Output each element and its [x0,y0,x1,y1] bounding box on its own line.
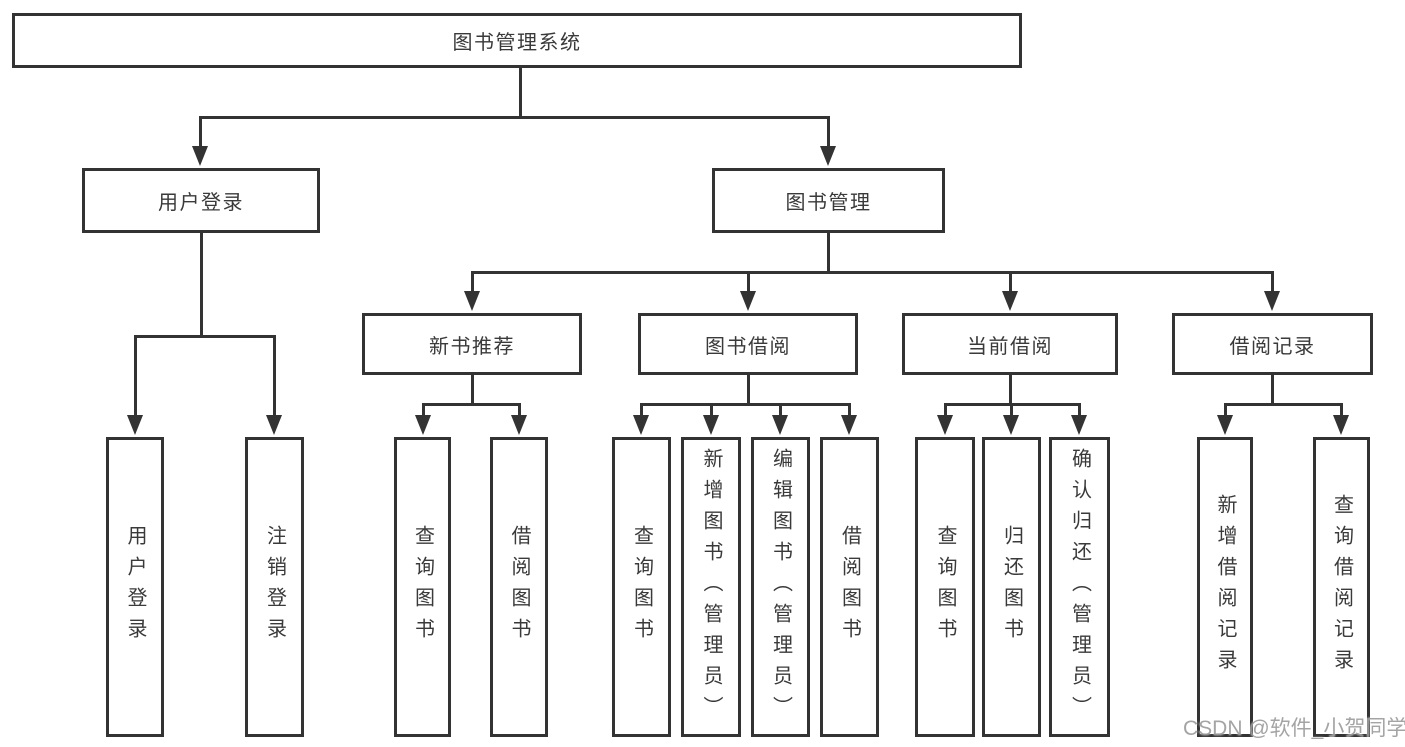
current-leaf-return-books: 归还图书 [982,437,1041,737]
leaf-label: 确认归还（管理员） [1068,447,1091,727]
node-label: 图书管理系统 [452,32,582,54]
leaf-user-login: 用户登录 [106,437,164,737]
connector-drop-section [470,271,474,293]
connector-records-stub [1271,375,1274,406]
node-label: 新书推荐 [429,335,515,358]
arrow-down-icon [1071,415,1087,435]
node-current-borrowing: 当前借阅 [902,313,1118,375]
connector-drop-leaf [1223,403,1227,417]
leaf-logout: 注销登录 [245,437,304,737]
borrowing-leaf-borrow-books: 借阅图书 [820,437,879,737]
leaf-label: 查询图书 [630,525,653,649]
connector-borrowing-stub [746,375,750,406]
node-library-management-system: 图书管理系统 [12,13,1022,68]
connector-user-login-bar [133,335,276,338]
recommend-leaf-borrow-books: 借阅图书 [490,437,548,737]
connector-recommendation-stub [470,375,474,406]
arrow-down-icon [1333,415,1349,435]
connector-user-login-stub [199,233,203,337]
arrow-down-icon [820,146,836,166]
connector-drop-leaf [421,403,425,417]
node-borrowing-records: 借阅记录 [1172,313,1373,375]
node-user-login: 用户登录 [82,168,320,233]
connector-drop-user-login [199,116,202,150]
leaf-label: 查询借阅记录 [1330,494,1353,680]
arrow-down-icon [266,415,282,435]
borrowing-leaf-query-books: 查询图书 [612,437,671,737]
node-label: 图书借阅 [705,335,791,358]
arrow-down-icon [772,415,788,435]
connector-drop-leaf [517,403,521,417]
connector-drop-section [1270,271,1274,293]
leaf-label: 借阅图书 [838,525,861,649]
leaf-label: 查询图书 [934,525,956,649]
leaf-label: 归还图书 [1000,525,1023,649]
borrowing-leaf-add-book-admin: 新增图书（管理员） [681,437,741,737]
arrow-down-icon [937,415,953,435]
leaf-label: 编辑图书（管理员） [769,447,792,727]
node-label: 借阅记录 [1229,335,1316,358]
connector-drop-leaf [133,335,137,417]
arrow-down-icon [464,291,480,311]
current-leaf-confirm-return-admin: 确认归还（管理员） [1049,437,1110,737]
arrow-down-icon [127,415,143,435]
connector-root-stub [519,68,522,119]
leaf-label: 用户登录 [124,525,146,649]
connector-drop-leaf [943,403,947,417]
arrow-down-icon [192,146,208,166]
connector-drop-leaf [779,403,782,417]
leaf-label: 查询图书 [411,525,434,649]
leaf-label: 新增借阅记录 [1214,494,1236,680]
leaf-label: 新增图书（管理员） [700,447,722,727]
node-label: 当前借阅 [967,335,1053,358]
arrow-down-icon [1002,291,1018,311]
arrow-down-icon [1217,415,1233,435]
arrow-down-icon [633,415,649,435]
watermark-text: CSDN @软件_小贺同学 [1183,717,1405,740]
recommend-leaf-query-books: 查询图书 [394,437,451,737]
connector-drop-leaf [1078,403,1081,417]
connector-drop-leaf [848,403,851,417]
node-book-borrowing: 图书借阅 [638,313,858,375]
connector-current-stub [1008,375,1012,406]
current-leaf-query-books: 查询图书 [915,437,975,737]
connector-drop-section [1008,271,1012,293]
records-leaf-query-borrow-record: 查询借阅记录 [1313,437,1370,737]
arrow-down-icon [703,415,719,435]
arrow-down-icon [740,291,756,311]
node-label: 图书管理 [785,192,872,214]
connector-borrowing-bar [640,403,851,406]
connector-records-bar [1223,403,1342,406]
leaf-label: 借阅图书 [508,525,530,649]
records-leaf-add-borrow-record: 新增借阅记录 [1197,437,1253,737]
connector-recommendation-bar [421,403,521,406]
connector-drop-leaf [273,335,276,417]
connector-drop-section [746,271,750,293]
connector-book-management-stub [826,233,830,274]
connector-drop-leaf [709,403,713,417]
node-book-management: 图书管理 [712,168,945,233]
node-label: 用户登录 [158,192,244,214]
arrow-down-icon [415,415,431,435]
arrow-down-icon [511,415,527,435]
arrow-down-icon [841,415,857,435]
connector-drop-leaf [1010,403,1013,417]
leaf-label: 注销登录 [263,525,286,649]
borrowing-leaf-edit-book-admin: 编辑图书（管理员） [751,437,810,737]
connector-drop-book-management [827,116,830,150]
connector-drop-leaf [1340,403,1343,417]
connector-drop-leaf [640,403,643,417]
arrow-down-icon [1003,415,1019,435]
arrow-down-icon [1264,291,1280,311]
connector-book-management-bar [470,271,1274,274]
node-new-book-recommendation: 新书推荐 [362,313,582,375]
connector-root-bar [199,116,830,119]
